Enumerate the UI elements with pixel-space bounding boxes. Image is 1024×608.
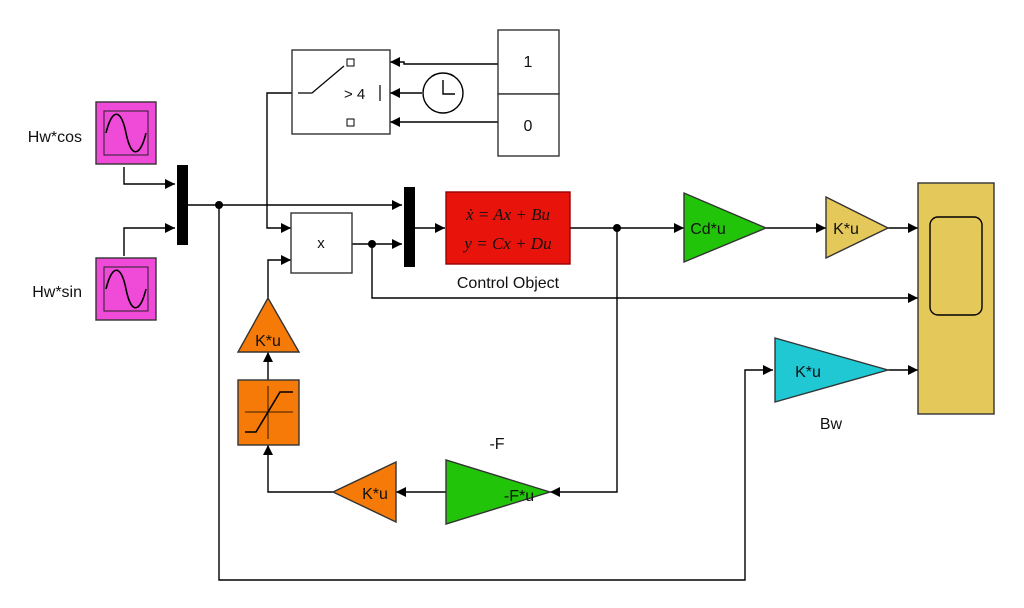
switch-icon <box>298 58 381 127</box>
gain-bw-label: K*u <box>795 364 821 381</box>
gain-k-yellow-label: K*u <box>833 221 859 238</box>
clock-block[interactable] <box>422 72 464 114</box>
gain-f-caption: -F <box>489 436 504 453</box>
constant-zero-block[interactable]: 0 <box>497 93 560 157</box>
scope-block[interactable] <box>917 182 995 415</box>
signal-lines <box>123 57 918 581</box>
plant-caption: Control Object <box>457 275 560 292</box>
gain-bw-caption: Bw <box>820 416 843 433</box>
sine-cos-label: Hw*cos <box>28 129 82 146</box>
output-equation: y = Cx + Du <box>462 234 551 253</box>
mux-block-2[interactable] <box>404 187 415 267</box>
switch-block[interactable]: > 4 <box>291 49 391 135</box>
constant-zero-value: 0 <box>524 118 533 135</box>
gain-cd-label: Cd*u <box>690 221 726 238</box>
sine-source-sin[interactable]: Hw*sin <box>32 257 157 321</box>
state-equation: ẋ = Ax + Bu <box>465 205 550 224</box>
plant-block[interactable]: ẋ = Ax + Bu y = Cx + Du Control Object <box>445 191 571 292</box>
scope-screen-icon <box>929 216 983 316</box>
gain-k-bottom-block[interactable]: K*u <box>331 460 397 524</box>
gain-k-vertical-label: K*u <box>255 333 281 350</box>
gain-k-yellow-block[interactable]: K*u <box>825 195 890 260</box>
gain-k-vertical-block[interactable]: K*u <box>236 296 301 353</box>
sine-wave-icon <box>103 110 149 156</box>
constant-one-block[interactable]: 1 <box>497 29 560 95</box>
gain-k-bottom-label: K*u <box>362 486 388 503</box>
product-block[interactable]: x <box>290 212 353 274</box>
gain-bw-block[interactable]: K*u Bw <box>774 337 891 433</box>
switch-threshold: > 4 <box>344 86 365 103</box>
gain-f-block[interactable]: -F*u -F <box>445 436 553 525</box>
saturation-icon <box>245 386 293 439</box>
product-label: x <box>317 235 325 252</box>
gain-cd-block[interactable]: Cd*u <box>683 191 768 264</box>
clock-icon <box>422 72 464 114</box>
sine-sin-label: Hw*sin <box>32 284 82 301</box>
constant-one-value: 1 <box>524 54 533 71</box>
saturation-block[interactable] <box>237 379 300 446</box>
sine-wave-icon <box>103 266 149 312</box>
sine-source-cos[interactable]: Hw*cos <box>28 101 157 165</box>
gain-f-label: -F*u <box>504 488 534 505</box>
mux-block[interactable] <box>177 165 188 245</box>
